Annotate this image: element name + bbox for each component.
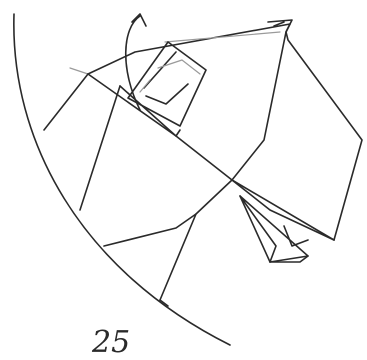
left-fold-c xyxy=(176,130,180,136)
top-edge xyxy=(88,24,290,74)
flap-bottom-edge xyxy=(232,180,334,240)
step-number: 25 xyxy=(91,325,130,360)
folded-square-tip xyxy=(128,42,206,126)
left-fold-b xyxy=(80,86,120,210)
center-diagonal-fold xyxy=(88,74,232,180)
top-inner-edge xyxy=(165,32,280,42)
fold-arrow-icon xyxy=(126,16,140,110)
fold-arrow-head xyxy=(132,14,146,26)
folded-square-inner-3 xyxy=(158,60,200,74)
folded-square-inner-2 xyxy=(146,84,188,104)
lower-panel-left xyxy=(160,180,232,300)
right-flap-edge xyxy=(286,24,362,240)
center-diagonal-fold-2 xyxy=(120,86,176,136)
small-triangle-flap xyxy=(240,196,308,262)
lower-panel-fold xyxy=(104,214,196,246)
folded-square-inner-4 xyxy=(140,80,150,92)
inner-fold-line xyxy=(232,32,286,180)
small-triangle-inner xyxy=(284,226,308,246)
top-edge-faint xyxy=(70,68,88,74)
left-fold-a xyxy=(44,74,88,130)
